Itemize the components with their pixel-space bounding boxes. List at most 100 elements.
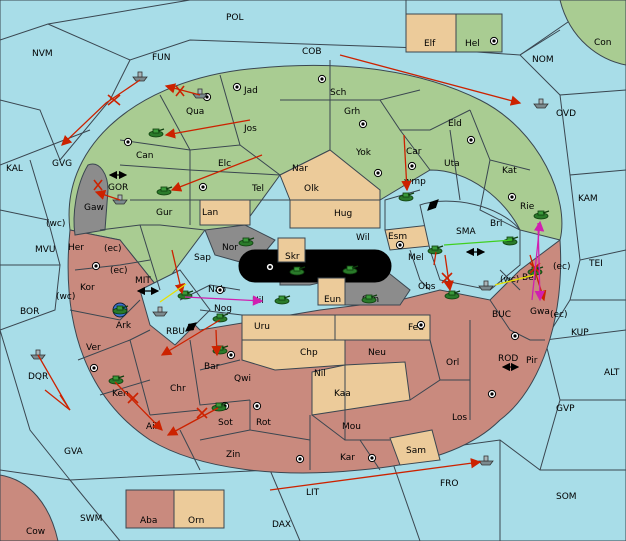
sea-label: SMA: [456, 227, 476, 237]
coast-label: (ec): [104, 244, 122, 254]
coast-label: (ec): [550, 310, 568, 320]
supply-center-icon: [295, 454, 305, 464]
land-label: Sap: [194, 253, 211, 263]
sea-label: GVA: [64, 447, 84, 457]
land-label: Con: [594, 38, 612, 48]
sea-label: BOR: [20, 307, 39, 317]
sea-label: DQR: [28, 372, 48, 382]
land-label: Kat: [502, 166, 517, 176]
land-label: Can: [136, 151, 154, 161]
supply-center-icon: [489, 36, 499, 46]
supply-center-icon: [466, 135, 476, 145]
central-black-lake: [238, 249, 392, 283]
land-label: Gur: [156, 208, 173, 218]
supply-center-icon: [407, 161, 417, 171]
land-label: Kaa: [334, 389, 351, 399]
olk-nar-territory: [279, 149, 381, 201]
land-label: Orn: [188, 516, 204, 526]
land-label: Zin: [226, 450, 240, 460]
sea-label: MVU: [35, 245, 56, 255]
sea-label: ROD: [498, 354, 518, 364]
sea-label: DAX: [272, 520, 291, 530]
land-label: Chp: [300, 348, 318, 358]
supply-center-icon: [416, 320, 426, 330]
sea-label: LIT: [306, 488, 320, 498]
sea-label: ALT: [604, 368, 620, 378]
land-label: Esm: [388, 232, 407, 242]
land-label: Obs: [418, 282, 436, 292]
sea-label: SOM: [556, 492, 577, 502]
land-label: Feu: [408, 323, 424, 333]
supply-center-icon: [89, 363, 99, 373]
land-label: Mou: [342, 422, 361, 432]
land-label: Ver: [86, 343, 101, 353]
sea-label: FUN: [152, 53, 171, 63]
supply-center-icon: [252, 401, 262, 411]
supply-center-icon: [215, 285, 225, 295]
supply-center-icon: [358, 119, 368, 129]
land-label: Sot: [218, 418, 233, 428]
land-label: Sam: [406, 446, 426, 456]
land-label: Pir: [526, 356, 538, 366]
land-label: Qwi: [234, 374, 251, 384]
sea-label: SWM: [80, 514, 102, 524]
land-label: Kor: [80, 283, 95, 293]
supply-center-icon: [226, 350, 236, 360]
sea-label: TEI: [588, 259, 603, 269]
land-label: Grh: [344, 107, 360, 117]
land-label: Tel: [251, 184, 264, 194]
orn-territory: [173, 489, 225, 529]
coast-label: (wc): [46, 219, 65, 229]
coast-label: (wc): [500, 275, 519, 285]
land-label: Nar: [292, 164, 308, 174]
land-label: Los: [452, 413, 467, 423]
coast-label: (ec): [110, 266, 128, 276]
land-label: Web: [286, 273, 306, 283]
land-label: Mel: [408, 253, 424, 263]
land-label: Rot: [256, 418, 271, 428]
supply-center-icon: [510, 331, 520, 341]
sea-label: MIT: [135, 276, 151, 286]
land-label: Bri: [490, 219, 502, 229]
land-label: Skr: [285, 252, 300, 262]
sea-label: KUP: [571, 328, 589, 338]
skr-box: [277, 237, 306, 263]
land-label: Gaw: [84, 203, 104, 213]
eun-box: [317, 277, 346, 306]
land-label: Her: [68, 243, 84, 253]
supply-center-icon: [367, 453, 377, 463]
sea-label: RBU: [166, 327, 185, 337]
coast-labels: (wc) (ec) (ec) (wc) (wc) (ec) (ec): [46, 219, 571, 320]
supply-center-icon: [198, 182, 208, 192]
sea-label: FRO: [440, 479, 459, 489]
gaw-impassable: [73, 163, 109, 236]
support-orders: [159, 220, 545, 306]
sea-label: POL: [226, 13, 244, 23]
supply-center-icon: [373, 168, 383, 178]
land-label: Olk: [304, 184, 320, 194]
land-label: Lan: [202, 208, 218, 218]
land-label: Yok: [355, 148, 372, 158]
supply-center-icon: [317, 74, 327, 84]
land-label: Neu: [368, 348, 386, 358]
kaa-territory: [311, 361, 411, 416]
supply-center-icon: [487, 389, 497, 399]
land-label: Elc: [218, 159, 231, 169]
land-label: Jos: [243, 124, 257, 134]
land-label: Jad: [243, 86, 258, 96]
land-label: Hug: [334, 209, 352, 219]
land-label: Qua: [186, 107, 204, 117]
sea-label: NOM: [532, 55, 554, 65]
land-label: Ken: [112, 389, 129, 399]
land-label: Eld: [448, 119, 462, 129]
sea-label: NVM: [32, 49, 53, 59]
land-label: Orl: [446, 358, 459, 368]
sea-label: KAM: [578, 194, 598, 204]
land-label: Cow: [26, 527, 45, 537]
land-label: Sch: [330, 88, 346, 98]
land-label: Car: [406, 147, 422, 157]
sea-label: BUC: [492, 310, 511, 320]
land-label: Wil: [356, 233, 370, 243]
land-label: Bar: [204, 362, 220, 372]
